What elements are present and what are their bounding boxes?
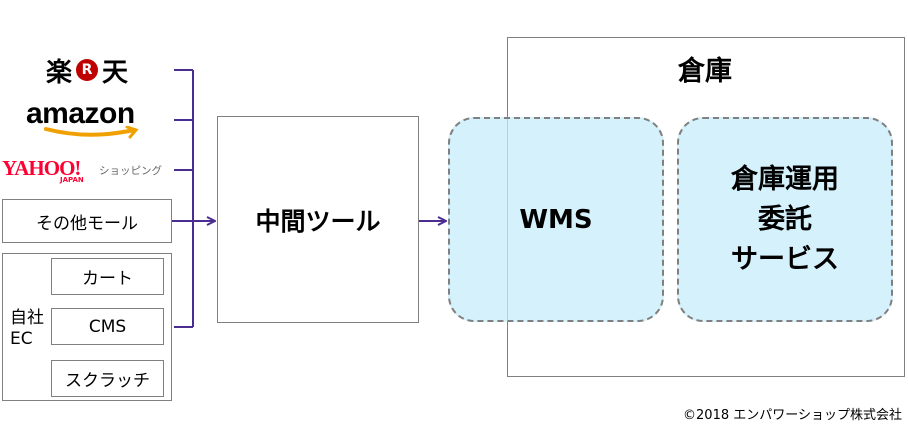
yahoo-shopping-text: ショッピング [99,165,162,177]
self-ec-item-cart: カート [51,258,164,295]
outsourcing-service-label: 倉庫運用 委託 サービス [677,160,893,280]
wms-box [448,117,664,322]
middleware-box: 中間ツール [217,116,419,323]
copyright-text: ©2018 エンパワーショップ株式会社 [683,408,902,423]
amazon-logo: amazon [26,98,156,143]
warehouse-title: 倉庫 [678,55,732,87]
yahoo-shopping-logo: YAHOO! JAPAN ショッピング [2,156,172,188]
rakuten-r-mark-icon: R [76,59,99,81]
self-ec-label: 自社 EC [10,308,44,350]
rakuten-logo: 楽 R 天 [46,54,129,88]
yahoo-wordmark: YAHOO! [2,156,81,180]
wms-label: WMS [519,205,593,235]
other-malls-box: その他モール [2,199,172,243]
rakuten-logo-right: 天 [102,57,129,88]
rakuten-logo-left: 楽 [46,57,73,88]
self-ec-item-cms: CMS [51,308,164,345]
yahoo-japan-text: JAPAN [60,176,84,184]
self-ec-item-scratch: スクラッチ [51,360,164,397]
outsourcing-line1: 倉庫運用 [731,164,839,195]
self-ec-label-line1: 自社 [10,308,44,328]
amazon-wordmark: amazon [26,97,135,130]
outsourcing-line2: 委託 [758,204,812,235]
outsourcing-service-box [677,117,893,322]
outsourcing-line3: サービス [731,244,839,275]
self-ec-label-line2: EC [10,329,33,349]
amazon-smile-icon [44,126,139,139]
